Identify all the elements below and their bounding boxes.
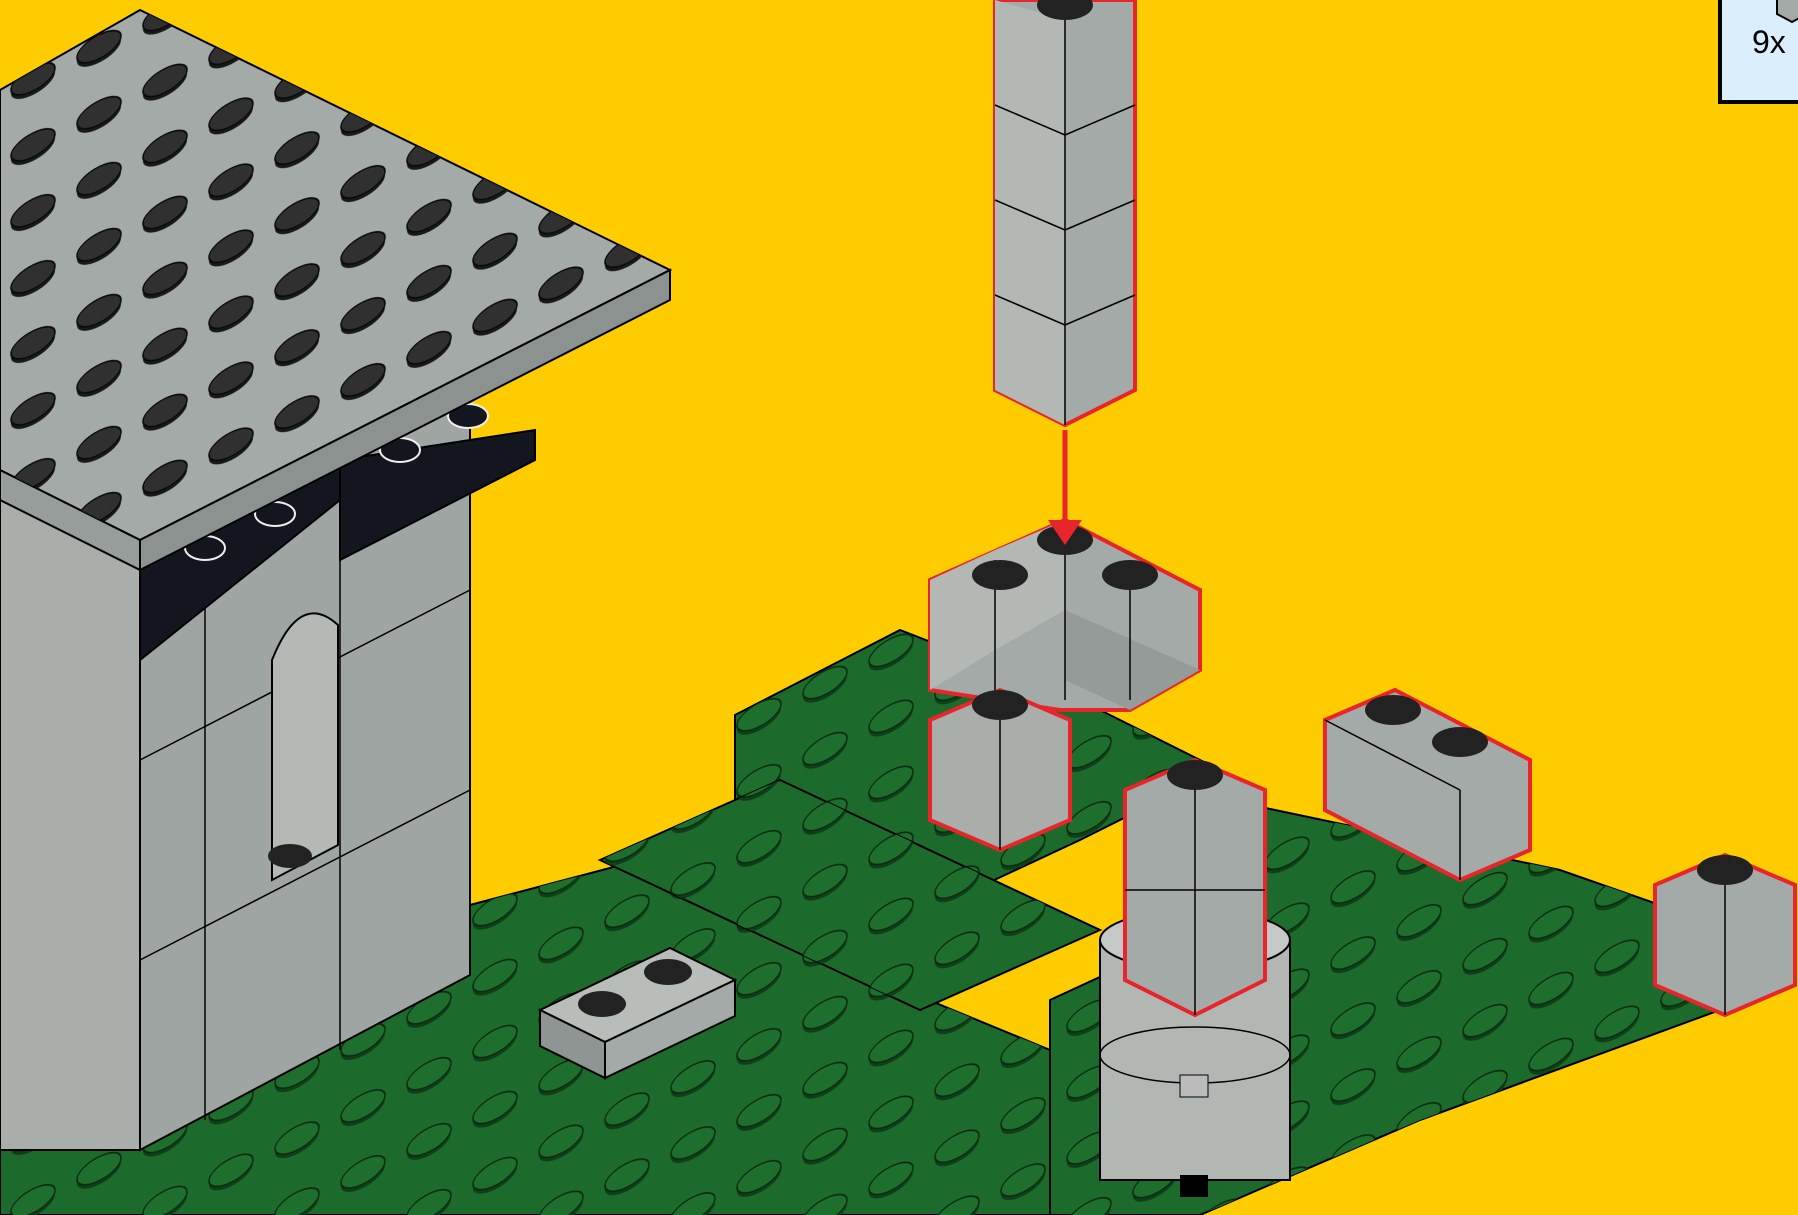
- parts-callout: 9x: [1718, 0, 1798, 104]
- gray-brick-column-falling: [995, 0, 1135, 425]
- light-gray-brick-icon: [1772, 0, 1798, 24]
- parts-quantity: 9x: [1752, 24, 1786, 61]
- gray-brick-1x1x2-round-top: [1125, 760, 1265, 1015]
- gray-brick-1x1: [930, 690, 1070, 850]
- gray-brick-2x2: [930, 520, 1200, 710]
- gray-brick-1x1-right: [1655, 855, 1795, 1015]
